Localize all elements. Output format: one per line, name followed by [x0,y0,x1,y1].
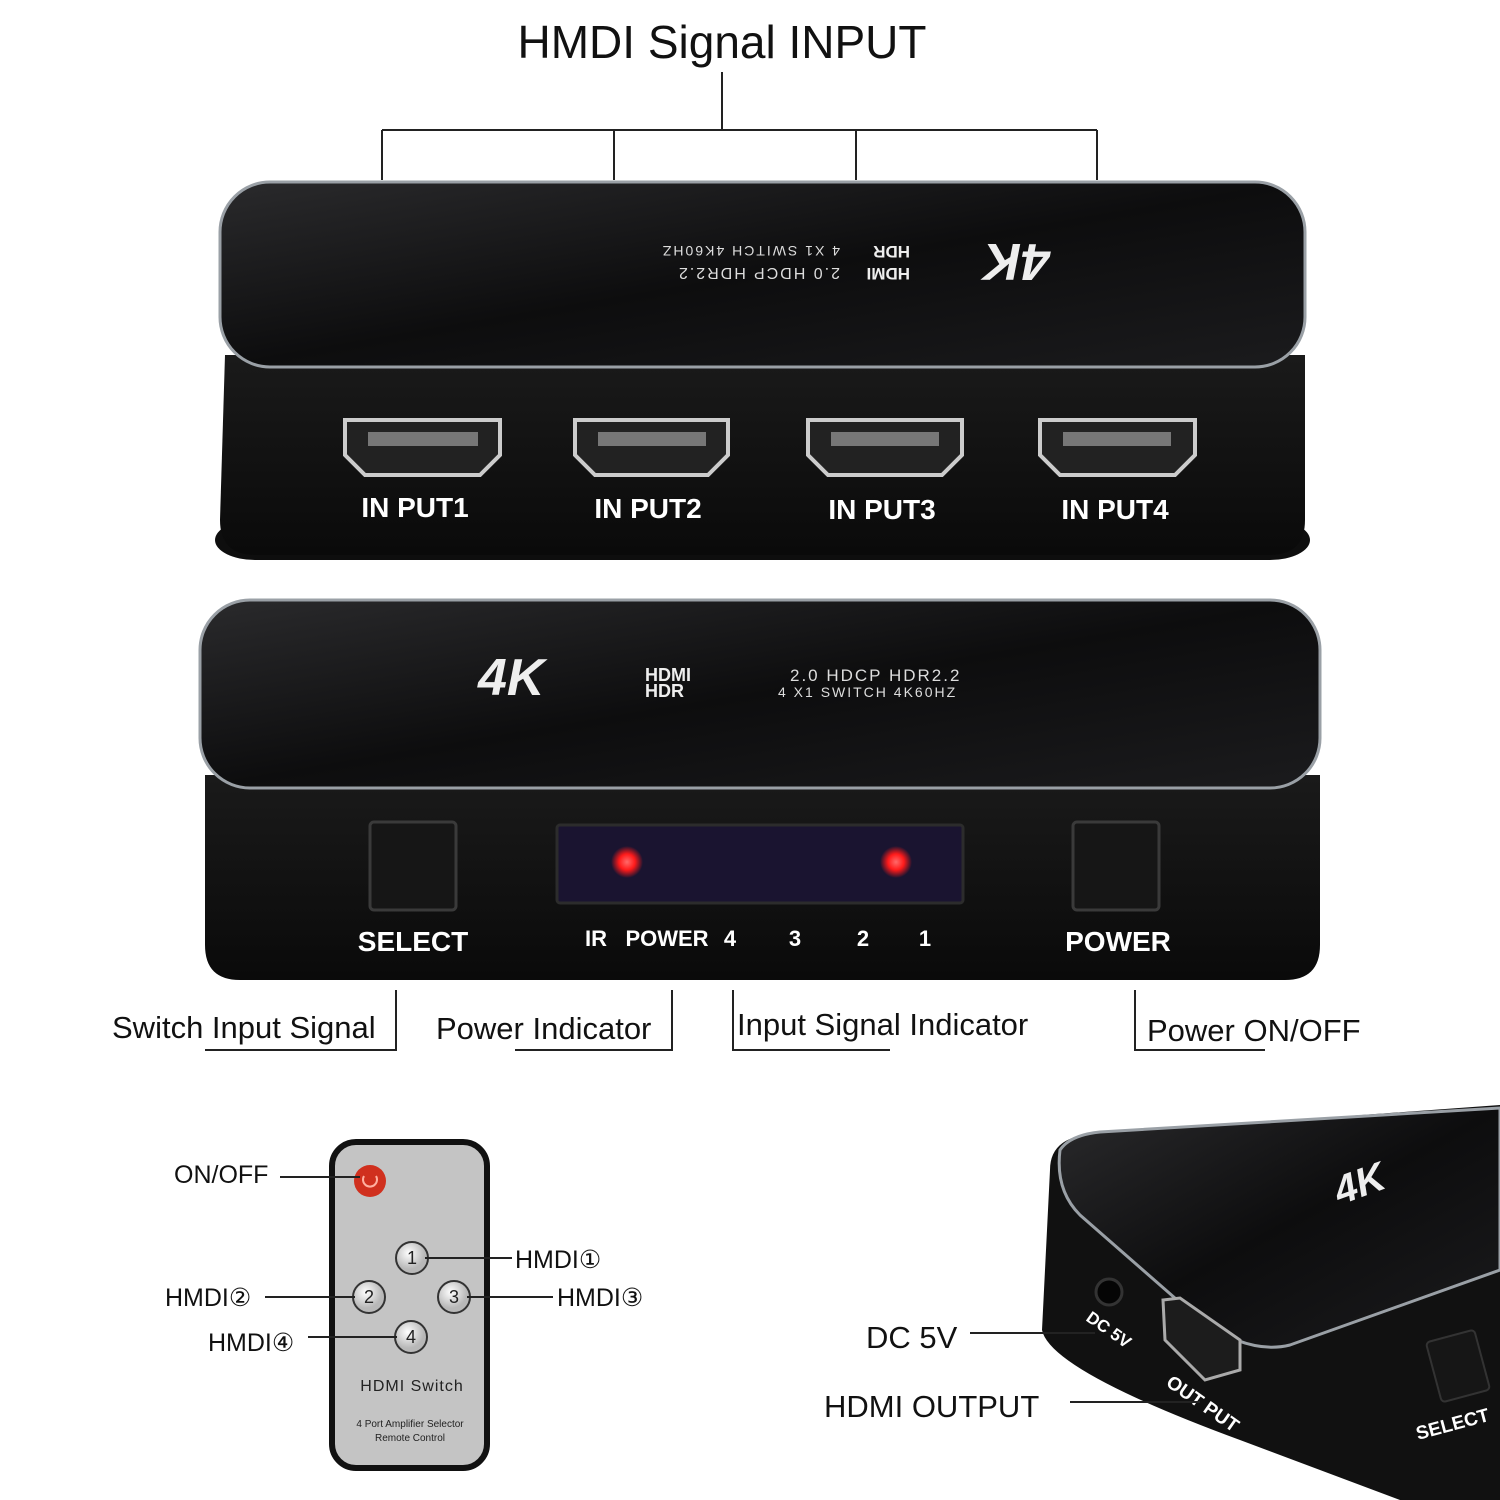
indicator-label-2: 2 [857,926,869,951]
power-button[interactable] [1071,820,1161,912]
remote-label-onoff: ON/OFF [174,1161,268,1189]
branding-hdmi: HDMI [867,264,910,283]
branding-line2: 4 X1 SWITCH 4K60HZ [661,243,840,259]
select-button[interactable] [368,820,458,912]
dc-power-jack[interactable] [1094,1277,1124,1307]
page-title: HMDI Signal INPUT [518,16,927,68]
indicator-label-power: POWER [625,926,708,951]
remote-subtitle-1: 4 Port Amplifier Selector [356,1419,464,1430]
branding-line2: 4 X1 SWITCH 4K60HZ [778,684,957,700]
remote-power-button[interactable] [354,1165,386,1197]
input-label-1: IN PUT1 [361,492,468,523]
callout-input-indicator: Input Signal Indicator [737,1007,1028,1042]
led-indicator-panel [555,823,965,905]
logo-4k: 4K [980,232,1051,290]
hdmi-input-port-1[interactable] [343,418,502,477]
power-icon [362,1175,378,1188]
power-label: POWER [1065,926,1171,957]
remote-label-h4: HMDI④ [208,1329,294,1357]
remote-control: 1 2 3 4 HDMI Switch 4 Port Amplifier Sel… [329,1139,490,1471]
branding-hdr: HDR [873,242,910,261]
callout-power-indicator: Power Indicator [436,1011,651,1046]
remote-label-h3: HMDI③ [557,1284,643,1312]
input-label-4: IN PUT4 [1061,494,1169,525]
switch-front-view: 4K HDMI 2.0 HDCP HDR2.2 HDR 4 X1 SWITCH … [198,598,1322,980]
remote-button-1-label: 1 [407,1248,417,1268]
indicator-label-4: 4 [724,926,737,951]
side-select-button[interactable] [1425,1329,1491,1403]
remote-label-h2: HMDI② [165,1284,251,1312]
input-1-led [880,846,912,878]
indicator-label-ir: IR [585,926,607,951]
switch-side-view: 4K DC 5V OUT PUT SELECT [1042,1105,1500,1500]
input-label-3: IN PUT3 [828,494,935,525]
remote-button-2-label: 2 [364,1287,374,1307]
input-bracket [381,72,1098,180]
hdmi-output-port[interactable] [1161,1296,1242,1382]
remote-subtitle-2: Remote Control [375,1433,445,1444]
input-label-2: IN PUT2 [594,493,701,524]
remote-title: HDMI Switch [360,1378,463,1395]
branding-line1: 2.0 HDCP HDR2.2 [790,666,961,685]
rear-top-branding: 4K HDMI 2.0 HDCP HDR2.2 HDR 4 X1 SWITCH … [661,232,1051,290]
branding-hdr: HDR [645,681,684,701]
switch-rear-view: 4K HDMI 2.0 HDCP HDR2.2 HDR 4 X1 SWITCH … [215,180,1310,560]
hdmi-input-port-4[interactable] [1038,418,1197,477]
power-led [611,846,643,878]
callout-switch-input: Switch Input Signal [112,1010,376,1045]
remote-button-3-label: 3 [449,1287,459,1307]
callout-hdmi-output: HDMI OUTPUT [824,1389,1039,1424]
indicator-label-1: 1 [919,926,931,951]
hdmi-input-port-2[interactable] [573,418,730,477]
remote-button-4-label: 4 [406,1327,416,1347]
indicator-label-3: 3 [789,926,801,951]
branding-line1: 2.0 HDCP HDR2.2 [677,264,840,281]
logo-4k: 4K [477,649,548,707]
remote-label-h1: HMDI① [515,1246,601,1274]
branding-hdmi: HDMI [645,665,691,685]
callout-power-onoff: Power ON/OFF [1147,1013,1361,1048]
select-label: SELECT [358,926,468,957]
callout-dc-5v: DC 5V [866,1320,958,1355]
hdmi-input-port-3[interactable] [806,418,964,477]
